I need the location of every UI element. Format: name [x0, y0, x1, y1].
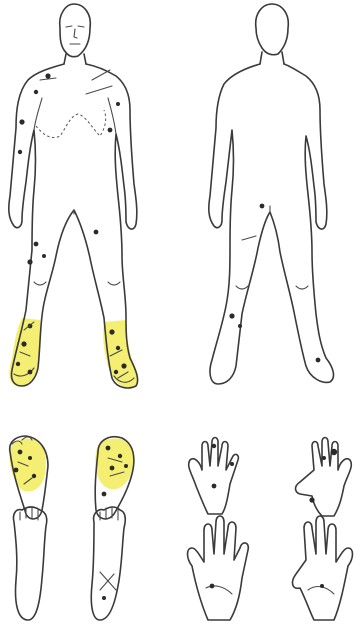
mark	[14, 468, 19, 473]
mark	[116, 346, 120, 350]
front-arm-inner-right	[34, 98, 42, 130]
mark	[229, 313, 234, 318]
mark	[121, 363, 126, 368]
mark	[212, 444, 216, 448]
mark	[116, 102, 120, 106]
foot-top-left-outline	[13, 507, 46, 620]
hand-back-left-outline	[189, 438, 239, 515]
mark	[309, 497, 314, 502]
palm-left-outline	[188, 516, 249, 620]
mark	[45, 73, 50, 78]
mark	[260, 204, 265, 209]
front-face-nose	[74, 29, 77, 38]
foot-tops-row	[13, 507, 125, 620]
mark	[28, 456, 32, 460]
front-dashed-chest-region	[36, 110, 106, 138]
mark	[331, 449, 337, 455]
back-lower-back-line	[242, 236, 256, 240]
mark	[16, 362, 20, 366]
front-neck	[64, 54, 86, 64]
foot-top-right-cross	[100, 572, 116, 590]
mark	[238, 324, 242, 328]
mark	[18, 150, 22, 154]
front-face-eyes	[66, 26, 84, 27]
mark	[34, 242, 39, 247]
mark	[320, 584, 324, 588]
foot-top-right-outline	[91, 507, 125, 620]
mark	[102, 492, 107, 497]
body-back-figure	[209, 4, 334, 384]
hand-backs-row	[189, 438, 352, 517]
mark	[109, 329, 114, 334]
front-clavicle-right	[92, 70, 110, 80]
front-knee-left	[108, 282, 120, 285]
mark	[21, 341, 26, 346]
back-head	[256, 4, 289, 55]
mark	[34, 90, 38, 94]
front-knee-right	[34, 282, 46, 285]
mark	[316, 358, 321, 363]
body-front-figure	[9, 4, 138, 388]
back-knee-right	[236, 286, 248, 289]
back-body-outline	[209, 64, 334, 384]
mark	[322, 456, 326, 460]
mark	[106, 446, 111, 451]
mark	[110, 466, 115, 471]
mark	[230, 462, 234, 466]
mark	[27, 259, 32, 264]
mark	[102, 596, 106, 600]
mark	[42, 254, 46, 258]
back-knee-left	[296, 286, 308, 289]
mark	[210, 584, 215, 589]
hand-back-right-outline	[296, 438, 352, 517]
mark	[94, 230, 99, 235]
back-neck	[260, 52, 284, 64]
mark	[28, 370, 33, 375]
palms-row	[188, 516, 353, 620]
mark	[108, 128, 113, 133]
mark	[19, 119, 24, 124]
palm-left-lines	[206, 586, 232, 594]
mark	[118, 454, 122, 458]
mark	[114, 370, 118, 374]
highlight-sole-right	[95, 439, 133, 490]
palm-right-outline	[293, 516, 353, 620]
mark	[18, 450, 23, 455]
front-chest-line	[86, 86, 112, 94]
highlight-sole-left	[10, 438, 46, 491]
mark	[32, 474, 36, 478]
mark	[212, 484, 217, 489]
hand-back-marks	[212, 444, 338, 503]
mark	[124, 464, 128, 468]
